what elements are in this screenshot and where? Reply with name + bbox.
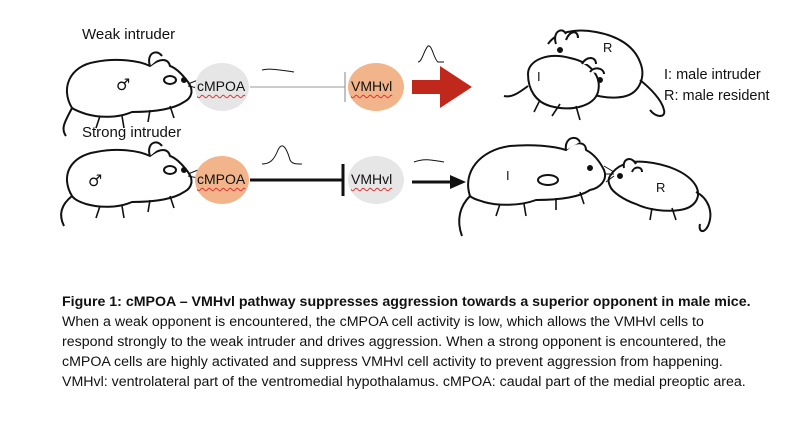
strong-intruder-mouse [60, 141, 199, 227]
cmpoa-node-strong [195, 156, 249, 204]
strong-intruder-label: Strong intruder [82, 124, 182, 141]
cmpoa-label-weak: cMPOA [197, 78, 246, 94]
outcome-resident-mark: R [656, 180, 665, 195]
vmhvl-node-weak [348, 63, 404, 111]
vmhvl-node-strong [348, 156, 404, 204]
strong-outcome-intruder-mouse [458, 136, 606, 237]
figure-caption: Figure 1: cMPOA – VMHvl pathway suppress… [62, 292, 752, 392]
strong-intruder-male-symbol: ♂ [88, 171, 102, 190]
legend-intruder: I: male intruder [664, 67, 761, 83]
legend-resident: R: male resident [664, 88, 770, 104]
caption-body: When a weak opponent is encountered, the… [62, 314, 746, 390]
weak-intruder-mouse [62, 51, 199, 137]
outcome-intruder-mark: I [506, 168, 510, 183]
cmpoa-activity-trace-weak [261, 68, 295, 73]
resident-mouse [603, 158, 712, 232]
fighting-mice [503, 29, 666, 121]
vmhvl-label-strong: VMHvl [351, 171, 393, 187]
outcome-arrow-head [450, 175, 466, 189]
aggression-arrow [412, 66, 472, 108]
pathway-diagram: ♂ R I ♂ [60, 29, 712, 237]
cmpoa-label-strong: cMPOA [197, 171, 246, 187]
vmhvl-activity-trace-weak [417, 45, 444, 63]
fight-resident-mark: R [603, 40, 612, 55]
caption-title: Figure 1: cMPOA – VMHvl pathway suppress… [62, 294, 751, 310]
weak-intruder-label: Weak intruder [82, 26, 176, 43]
cmpoa-node-weak [195, 63, 249, 111]
vmhvl-label-weak: VMHvl [351, 78, 393, 94]
cmpoa-activity-trace-strong [261, 145, 303, 165]
fight-intruder-mark: I [537, 69, 541, 84]
weak-intruder-male-symbol: ♂ [116, 75, 130, 94]
vmhvl-activity-trace-strong [413, 159, 445, 163]
